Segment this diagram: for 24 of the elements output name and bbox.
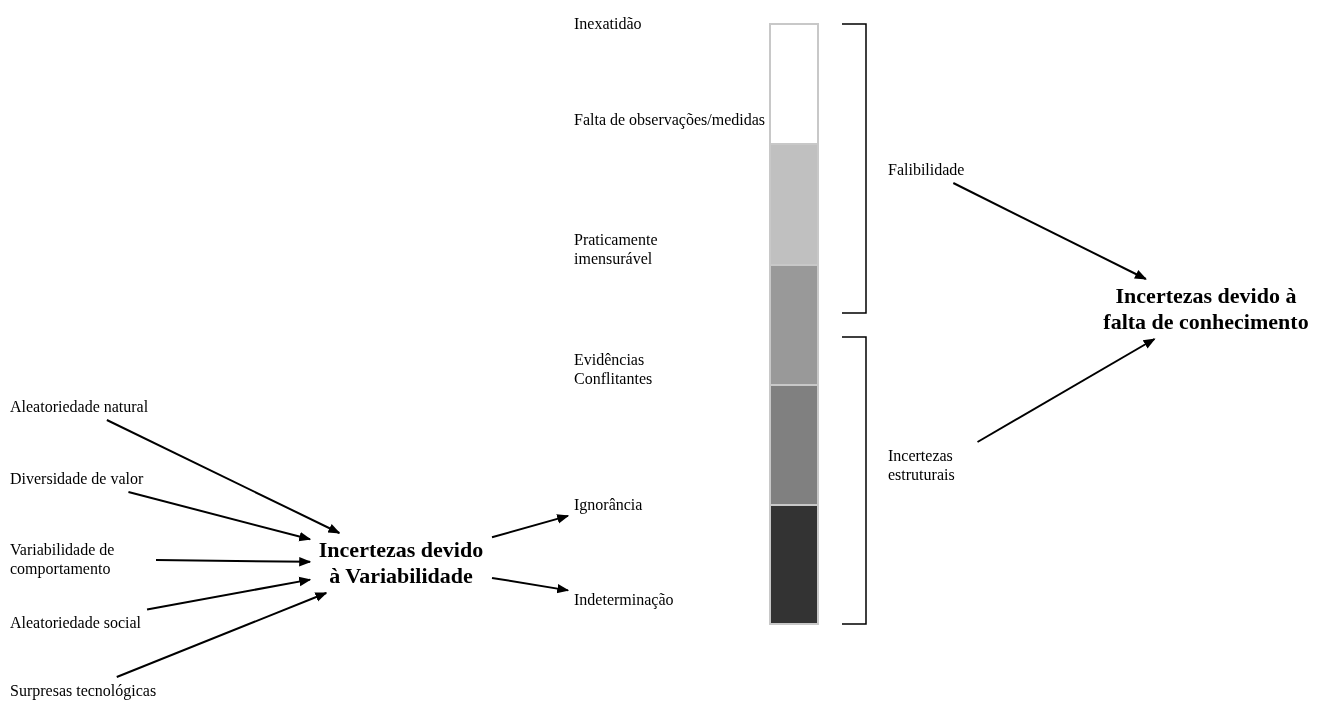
scale-label: Inexatidão — [574, 14, 642, 33]
arrow — [146, 576, 312, 611]
node-text: Aleatoriedade natural — [10, 397, 149, 416]
arrow — [952, 182, 1147, 280]
scale-label: Praticamente imensurável — [574, 230, 659, 268]
node-text: Falibilidade — [888, 160, 965, 179]
arrow — [491, 514, 570, 539]
node-text: Variabilidade de comportamento — [10, 540, 150, 578]
node-text: Diversidade de valor — [10, 469, 144, 488]
node-text: Indeterminação — [574, 590, 674, 609]
node-text: Surpresas tecnológicas — [10, 681, 157, 700]
node-text: Aleatoriedade social — [10, 613, 142, 632]
arrow — [127, 491, 312, 542]
scale-label: Falta de observações/medidas — [574, 110, 766, 129]
heading-text: Incertezas devido à falta de conhecimento — [1096, 283, 1316, 335]
arrow — [491, 576, 570, 594]
node-text: Incertezas estruturais — [888, 446, 988, 484]
scale-label: Evidências Conflitantes — [574, 350, 654, 388]
arrow — [115, 592, 328, 678]
arrow — [976, 338, 1156, 443]
heading-text: Incertezas devido à Variabilidade — [316, 537, 486, 589]
arrow — [155, 556, 312, 567]
node-text: Ignorância — [574, 495, 643, 514]
arrow — [105, 419, 341, 534]
